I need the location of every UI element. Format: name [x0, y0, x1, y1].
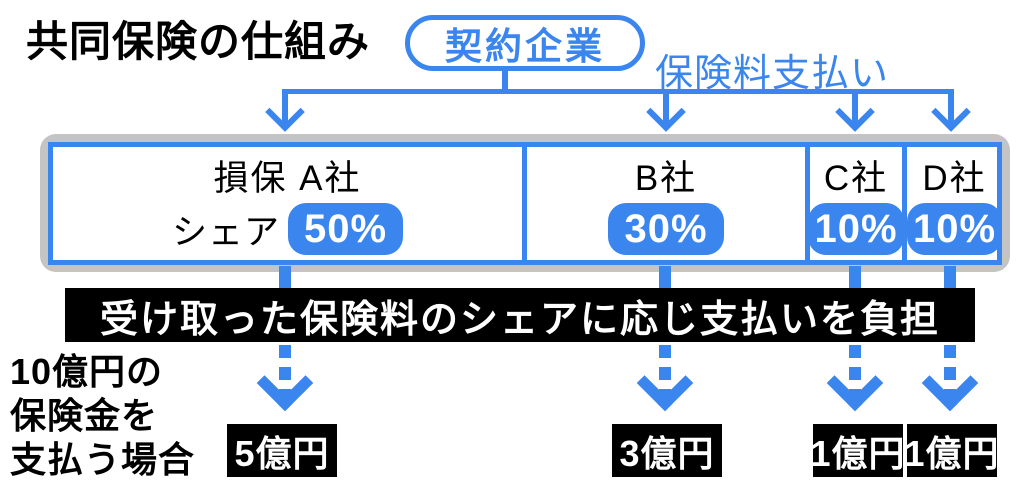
insurer-cell-d: D社 10% — [907, 147, 1003, 260]
payout-arrowhead-icon-d — [921, 354, 979, 412]
premium-arrowhead-icon-c — [835, 92, 875, 132]
share-row-a: シェア 50% — [171, 203, 404, 255]
premium-arrow-stem-b — [663, 89, 669, 127]
payout-arrow-dash-a — [279, 345, 291, 403]
payout-arrowhead-icon-c — [826, 354, 884, 412]
share-rule-banner-text: 受け取った保険料のシェアに応じ支払いを負担 — [99, 298, 940, 341]
payout-amount-a: 5億円 — [234, 432, 330, 474]
payout-arrowhead-icon-a — [256, 354, 314, 412]
insurer-cell-a: 損保 A社 シェア 50% — [53, 147, 522, 260]
insurers-box: 損保 A社 シェア 50% B社 30% C社 10% D社 10% — [48, 142, 1003, 265]
share-badge-a: 50% — [287, 203, 404, 255]
insurer-cell-c: C社 10% — [808, 147, 904, 260]
share-row-d: 10% — [907, 203, 1003, 255]
share-rule-banner: 受け取った保険料のシェアに応じ支払いを負担 — [65, 288, 975, 342]
share-badge-b: 30% — [608, 203, 724, 255]
payout-arrow-dash-b — [659, 345, 671, 403]
connector-horizontal-line — [282, 89, 954, 94]
share-badge-d: 10% — [907, 203, 1003, 255]
claim-example-note-line1: 10億円の — [10, 351, 164, 392]
insurer-name-d: D社 — [922, 159, 987, 198]
cell-divider-ab — [522, 147, 527, 260]
payout-amount-c: 1億円 — [810, 432, 906, 474]
payout-arrow-dash-c — [849, 345, 861, 403]
contractor-label: 契約企業 — [445, 26, 605, 67]
insurer-cell-b: B社 30% — [527, 147, 805, 260]
premium-arrow-stem-a — [282, 89, 288, 127]
share-badge-c: 10% — [808, 203, 904, 255]
share-row-c: 10% — [808, 203, 904, 255]
contractor-pill: 契約企業 — [405, 15, 645, 71]
premium-arrowhead-icon-b — [646, 92, 686, 132]
premium-arrow-stem-d — [948, 89, 954, 127]
payout-arrow-dash-d — [944, 345, 956, 403]
payout-amount-b: 3億円 — [619, 432, 715, 474]
premium-arrowhead-icon-a — [265, 92, 305, 132]
claim-example-note: 10億円の 保険金を 支払う場合 — [10, 350, 195, 482]
premium-arrow-stem-c — [852, 89, 858, 127]
claim-example-note-line3: 支払う場合 — [10, 439, 196, 480]
cell-divider-cd — [902, 147, 907, 260]
payout-amount-box-c: 1億円 — [810, 424, 906, 477]
connector-tick-b — [659, 266, 671, 289]
page-title: 共同保険の仕組み — [26, 18, 371, 65]
payout-amount-d: 1億円 — [904, 432, 1000, 474]
share-prefix-label: シェア — [171, 212, 280, 252]
connector-tick-a — [279, 266, 291, 289]
claim-example-note-line2: 保険金を — [10, 395, 159, 436]
payout-amount-box-d: 1億円 — [904, 424, 1000, 477]
premium-arrowhead-icon-d — [931, 92, 971, 132]
connector-tick-d — [944, 266, 956, 289]
insurer-name-b: B社 — [634, 159, 698, 198]
insurer-name-a: 損保 A社 — [213, 159, 362, 198]
payout-arrowhead-icon-b — [636, 354, 694, 412]
payout-amount-box-a: 5億円 — [227, 424, 337, 477]
payout-amount-box-b: 3億円 — [612, 424, 722, 477]
premium-payment-label: 保険料支払い — [655, 53, 890, 95]
cell-divider-bc — [805, 147, 810, 260]
insurer-name-c: C社 — [823, 159, 889, 198]
share-row-b: 30% — [608, 203, 724, 255]
connector-pill-stem — [502, 69, 508, 91]
connector-tick-c — [849, 266, 861, 289]
